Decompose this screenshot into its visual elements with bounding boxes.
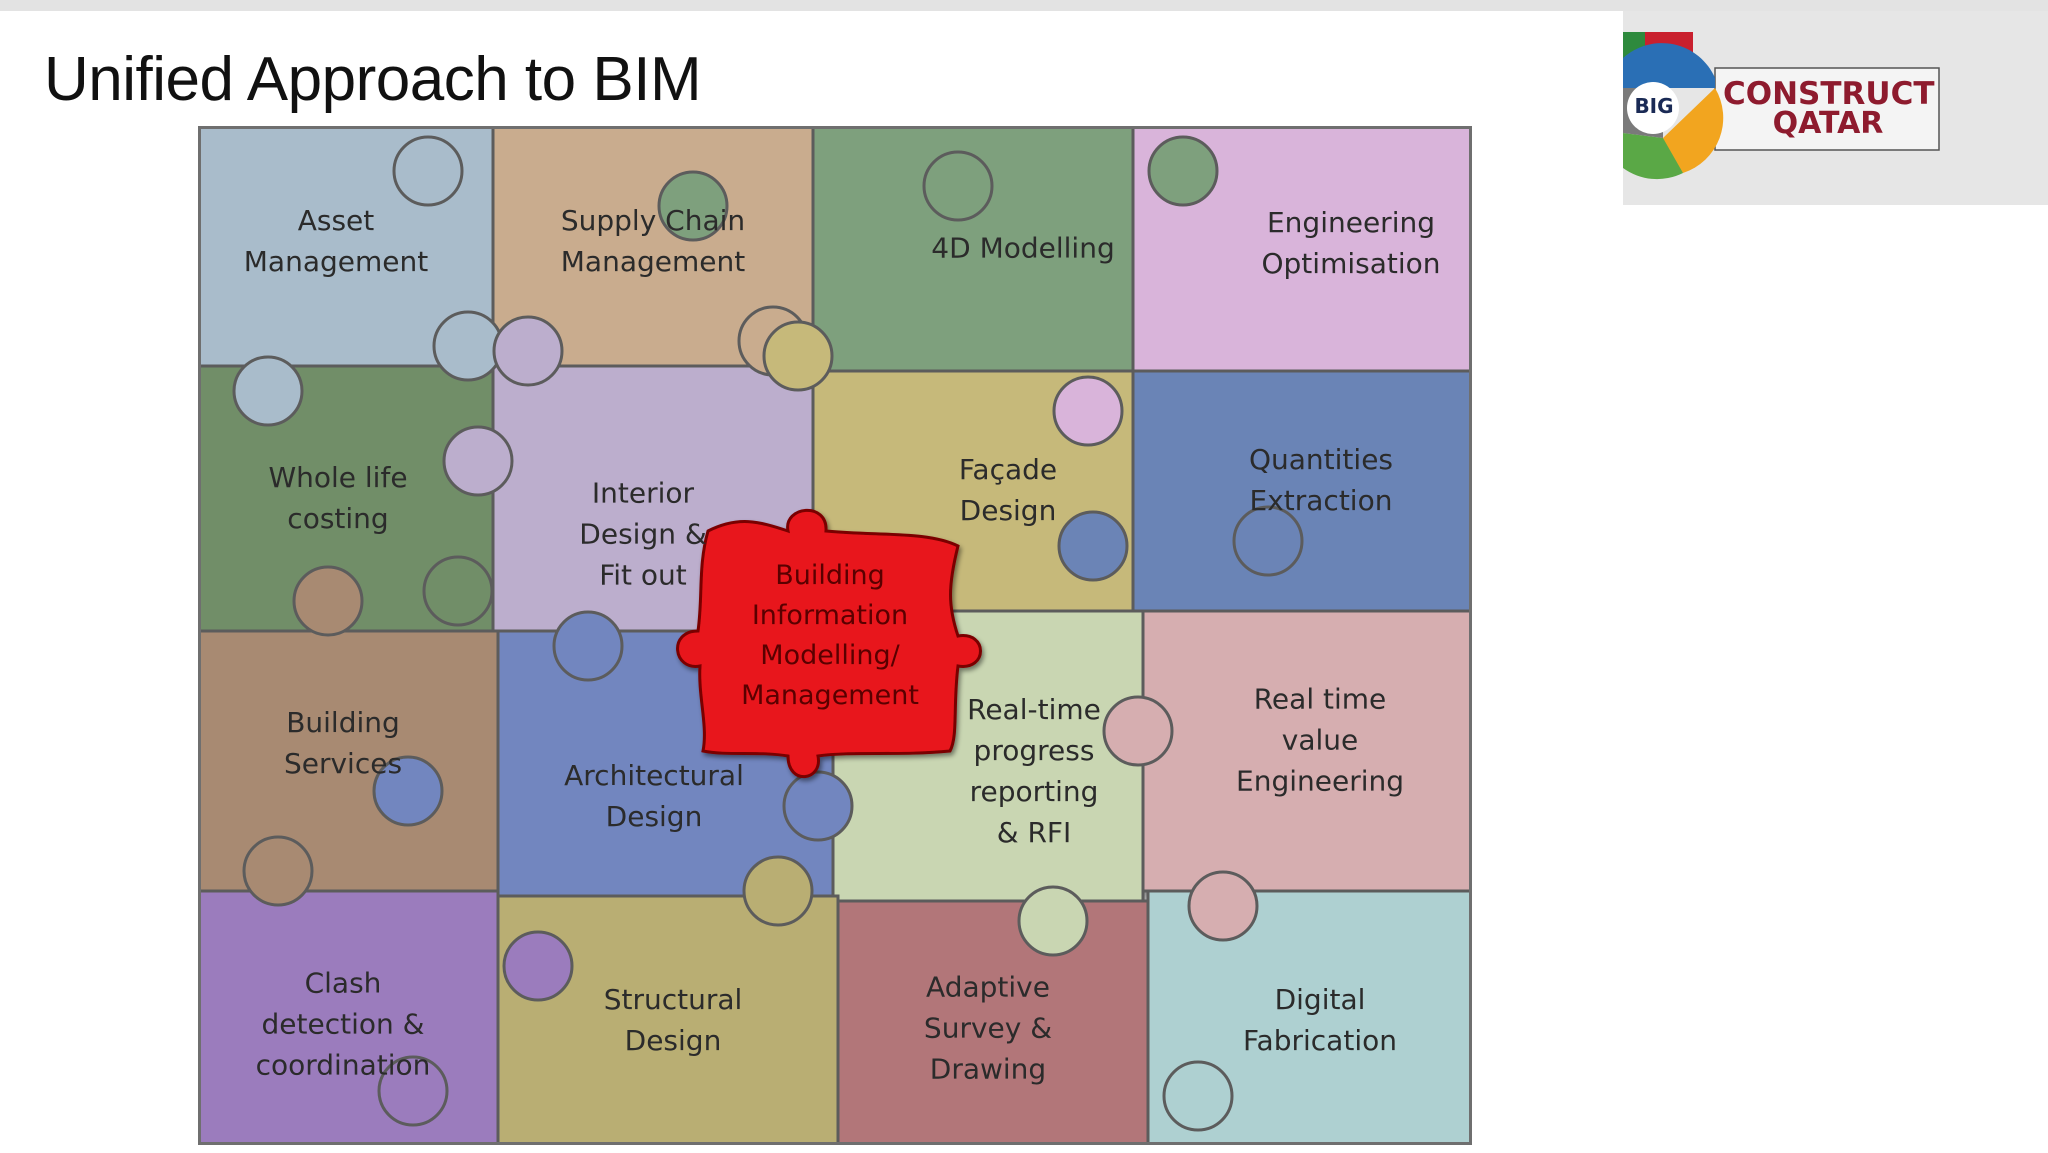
puzzle-knob: [442, 425, 514, 497]
puzzle-knob: [1147, 135, 1219, 207]
label-adaptive-survey: Adaptive Survey & Drawing: [923, 970, 1053, 1086]
puzzle-knob: [782, 770, 854, 842]
puzzle-knob: [1162, 1060, 1234, 1132]
label-clash-detection: Clash detection & coordination: [255, 966, 431, 1082]
puzzle-knob: [432, 310, 504, 382]
label-architectural-design: Architectural Design: [564, 759, 744, 833]
label-building-information-modelling: Building Information Modelling/ Manageme…: [741, 560, 919, 711]
puzzle-knob: [422, 555, 494, 627]
piece-quantities-extraction: [1131, 369, 1472, 613]
puzzle-knob: [657, 170, 729, 242]
slide-title: Unified Approach to BIM: [44, 45, 702, 114]
label-interior-design: Interior Design & Fit out: [579, 476, 707, 592]
puzzle-knob: [232, 355, 304, 427]
logo-text-qatar: QATAR: [1772, 106, 1884, 141]
label-realtime-value-engineering: Real time value Engineering: [1236, 682, 1404, 798]
puzzle-knob: [552, 610, 624, 682]
logo-badge: BIG: [1634, 94, 1674, 118]
puzzle-knob: [1102, 695, 1174, 767]
puzzle-knob: [1232, 505, 1304, 577]
big5-construct-qatar-logo: BIG: [1623, 28, 2048, 188]
puzzle-knob: [762, 320, 834, 392]
puzzle-knob: [392, 135, 464, 207]
puzzle-knob: [502, 930, 574, 1002]
label-4d-modelling: 4D Modelling: [931, 231, 1115, 265]
puzzle-graphic: [198, 126, 1472, 1145]
puzzle-knob: [292, 565, 364, 637]
label-engineering-optimisation: Engineering Optimisation: [1261, 206, 1441, 280]
piece-realtime-value-engineering: [1141, 609, 1472, 893]
top-strip: [0, 0, 2048, 11]
piece-adaptive-survey: [836, 899, 1150, 1145]
piece-clash-detection: [198, 889, 500, 1145]
puzzle-knob: [1052, 375, 1124, 447]
puzzle-knob: [492, 315, 564, 387]
label-facade-design: Façade Design: [958, 453, 1058, 527]
puzzle-knob: [242, 835, 314, 907]
puzzle-knob: [1057, 510, 1129, 582]
logo-emblem: [1623, 32, 1940, 180]
logo-text-construct: CONSTRUCT: [1723, 76, 1935, 112]
label-quantities-extraction: Quantities Extraction: [1248, 443, 1394, 517]
label-asset-management: Asset Management: [243, 204, 429, 278]
label-building-services: Building Services: [283, 706, 403, 780]
label-structural-design: Structural Design: [603, 983, 743, 1057]
label-digital-fabrication: Digital Fabrication: [1243, 983, 1397, 1057]
bim-puzzle-diagram: Asset Management Supply Chain Management…: [198, 126, 1472, 1145]
puzzle-knob: [742, 855, 814, 927]
puzzle-knob: [377, 1055, 449, 1127]
label-whole-life-costing: Whole life costing: [268, 461, 408, 535]
label-supply-chain-management: Supply Chain Management: [560, 204, 746, 278]
puzzle-knob: [372, 755, 444, 827]
puzzle-knob: [1187, 870, 1259, 942]
label-realtime-progress: Real-time progress reporting & RFI: [967, 693, 1101, 849]
puzzle-knob: [1017, 885, 1089, 957]
piece-building-information-modelling: [676, 508, 982, 779]
puzzle-knob: [922, 150, 994, 222]
